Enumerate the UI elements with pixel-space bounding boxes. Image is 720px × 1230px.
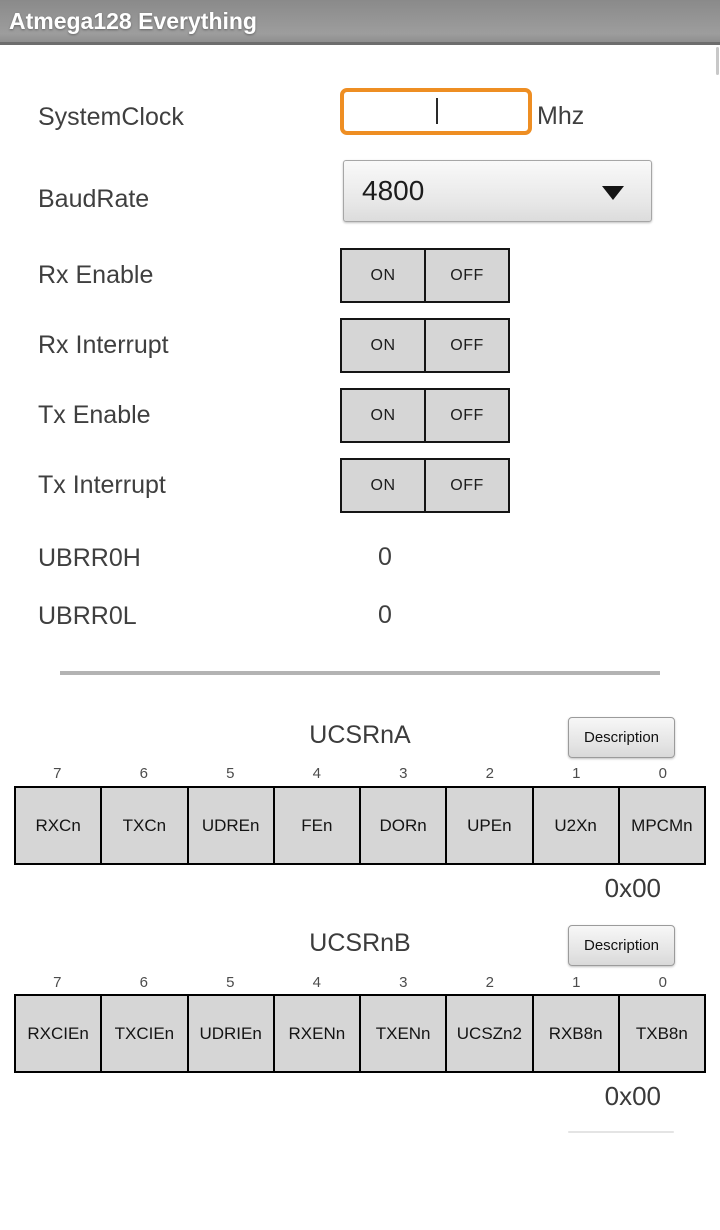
rx-enable-off-button[interactable]: OFF	[424, 250, 508, 301]
bit-number: 6	[139, 765, 148, 782]
tx-enable-on-button[interactable]: ON	[342, 390, 424, 441]
bit-cell-rxcien[interactable]: RXCIEn	[16, 996, 101, 1071]
dropdown-caret-icon	[602, 186, 624, 200]
tx-enable-toggle: ON OFF	[340, 388, 510, 443]
ucsrna-hex-value: 0x00	[604, 873, 661, 903]
app-title: Atmega128 Everything	[9, 8, 257, 34]
bit-number: 4	[312, 974, 321, 991]
bit-number: 7	[53, 765, 62, 782]
bit-number: 1	[572, 765, 581, 782]
tx-enable-label: Tx Enable	[38, 401, 151, 429]
ubrr0h-label: UBRR0H	[38, 544, 141, 572]
next-description-button-edge	[568, 1131, 674, 1133]
rx-interrupt-label: Rx Interrupt	[38, 331, 169, 359]
rx-enable-label: Rx Enable	[38, 261, 154, 289]
rx-interrupt-on-button[interactable]: ON	[342, 320, 424, 371]
bit-cell-udren[interactable]: UDREn	[188, 788, 273, 863]
bit-number: 5	[226, 974, 235, 991]
bit-cell-rxcn[interactable]: RXCn	[16, 788, 101, 863]
ucsrna-bit-numbers: 7 6 5 4 3 2 1 0	[14, 765, 706, 783]
bit-number: 7	[53, 974, 62, 991]
ucsrnb-description-button[interactable]: Description	[568, 925, 675, 966]
bit-number: 6	[139, 974, 148, 991]
ubrr0h-value: 0	[378, 543, 392, 571]
rx-enable-on-button[interactable]: ON	[342, 250, 424, 301]
bit-cell-mpcmn[interactable]: MPCMn	[619, 788, 704, 863]
baud-rate-spinner[interactable]: 4800	[343, 160, 652, 222]
section-divider	[60, 671, 660, 675]
ucsrnb-hex-value: 0x00	[604, 1081, 661, 1111]
bit-cell-rxb8n[interactable]: RXB8n	[533, 996, 618, 1071]
mhz-unit-label: Mhz	[537, 102, 585, 130]
bit-number: 3	[399, 765, 408, 782]
bit-number: 3	[399, 974, 408, 991]
ucsrnb-title: UCSRnB	[309, 929, 411, 957]
bit-number: 4	[312, 765, 321, 782]
baud-rate-selected-value: 4800	[362, 175, 425, 206]
ucsrna-title: UCSRnA	[309, 721, 411, 749]
bit-number: 0	[658, 974, 667, 991]
bit-cell-fen[interactable]: FEn	[274, 788, 359, 863]
bit-number: 2	[485, 974, 494, 991]
tx-interrupt-label: Tx Interrupt	[38, 471, 166, 499]
rx-interrupt-off-button[interactable]: OFF	[424, 320, 508, 371]
tx-enable-off-button[interactable]: OFF	[424, 390, 508, 441]
ubrr0l-label: UBRR0L	[38, 602, 137, 630]
bit-cell-rxenn[interactable]: RXENn	[274, 996, 359, 1071]
bit-cell-u2xn[interactable]: U2Xn	[533, 788, 618, 863]
text-cursor	[436, 98, 438, 124]
baud-rate-label: BaudRate	[38, 185, 150, 213]
ucsrnb-bit-table: RXCIEn TXCIEn UDRIEn RXENn TXENn UCSZn2 …	[14, 994, 706, 1073]
title-bar: Atmega128 Everything	[0, 0, 720, 45]
ucsrnb-bit-numbers: 7 6 5 4 3 2 1 0	[14, 974, 706, 992]
tx-interrupt-off-button[interactable]: OFF	[424, 460, 508, 511]
bit-number: 2	[485, 765, 494, 782]
scrollbar-thumb[interactable]	[716, 47, 719, 75]
bit-number: 5	[226, 765, 235, 782]
bit-cell-txcien[interactable]: TXCIEn	[102, 996, 187, 1071]
bit-cell-upen[interactable]: UPEn	[447, 788, 532, 863]
tx-interrupt-toggle: ON OFF	[340, 458, 510, 513]
bit-cell-dorn[interactable]: DORn	[361, 788, 446, 863]
bit-cell-ucszn2[interactable]: UCSZn2	[447, 996, 532, 1071]
system-clock-input[interactable]	[340, 88, 532, 135]
ucsrna-description-button[interactable]: Description	[568, 717, 675, 758]
tx-interrupt-on-button[interactable]: ON	[342, 460, 424, 511]
bit-cell-txb8n[interactable]: TXB8n	[619, 996, 704, 1071]
bit-cell-txenn[interactable]: TXENn	[361, 996, 446, 1071]
bit-cell-udrien[interactable]: UDRIEn	[188, 996, 273, 1071]
ucsrna-bit-table: RXCn TXCn UDREn FEn DORn UPEn U2Xn MPCMn	[14, 786, 706, 865]
ubrr0l-value: 0	[378, 601, 392, 629]
rx-enable-toggle: ON OFF	[340, 248, 510, 303]
bit-number: 0	[658, 765, 667, 782]
system-clock-label: SystemClock	[38, 103, 184, 131]
rx-interrupt-toggle: ON OFF	[340, 318, 510, 373]
bit-number: 1	[572, 974, 581, 991]
bit-cell-txcn[interactable]: TXCn	[102, 788, 187, 863]
